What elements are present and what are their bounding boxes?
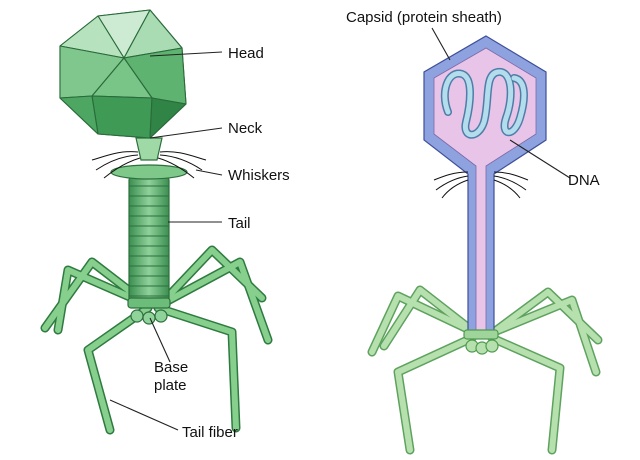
right-whiskers xyxy=(433,171,529,199)
right-tail-fibers xyxy=(367,285,603,455)
label-dna: DNA xyxy=(568,172,600,189)
right-phage xyxy=(367,35,603,455)
left-phage xyxy=(40,9,273,435)
dna-strand-highlight xyxy=(442,69,527,138)
label-base-plate-line1: Base xyxy=(154,359,188,376)
label-base-plate-line2: plate xyxy=(154,377,187,394)
label-whiskers: Whiskers xyxy=(228,167,290,184)
label-neck: Neck xyxy=(228,120,263,137)
left-neck xyxy=(135,137,163,161)
label-tail-fiber: Tail fiber xyxy=(182,424,238,441)
left-head xyxy=(59,9,187,139)
label-capsid: Capsid (protein sheath) xyxy=(346,9,502,26)
label-tail: Tail xyxy=(228,215,251,232)
label-head: Head xyxy=(228,45,264,62)
leader-lines xyxy=(109,27,571,431)
right-base-plate xyxy=(463,329,499,355)
left-whiskers xyxy=(91,151,207,179)
left-tail xyxy=(110,164,188,303)
left-tail-fibers xyxy=(40,245,273,435)
left-base-plate xyxy=(127,297,171,325)
